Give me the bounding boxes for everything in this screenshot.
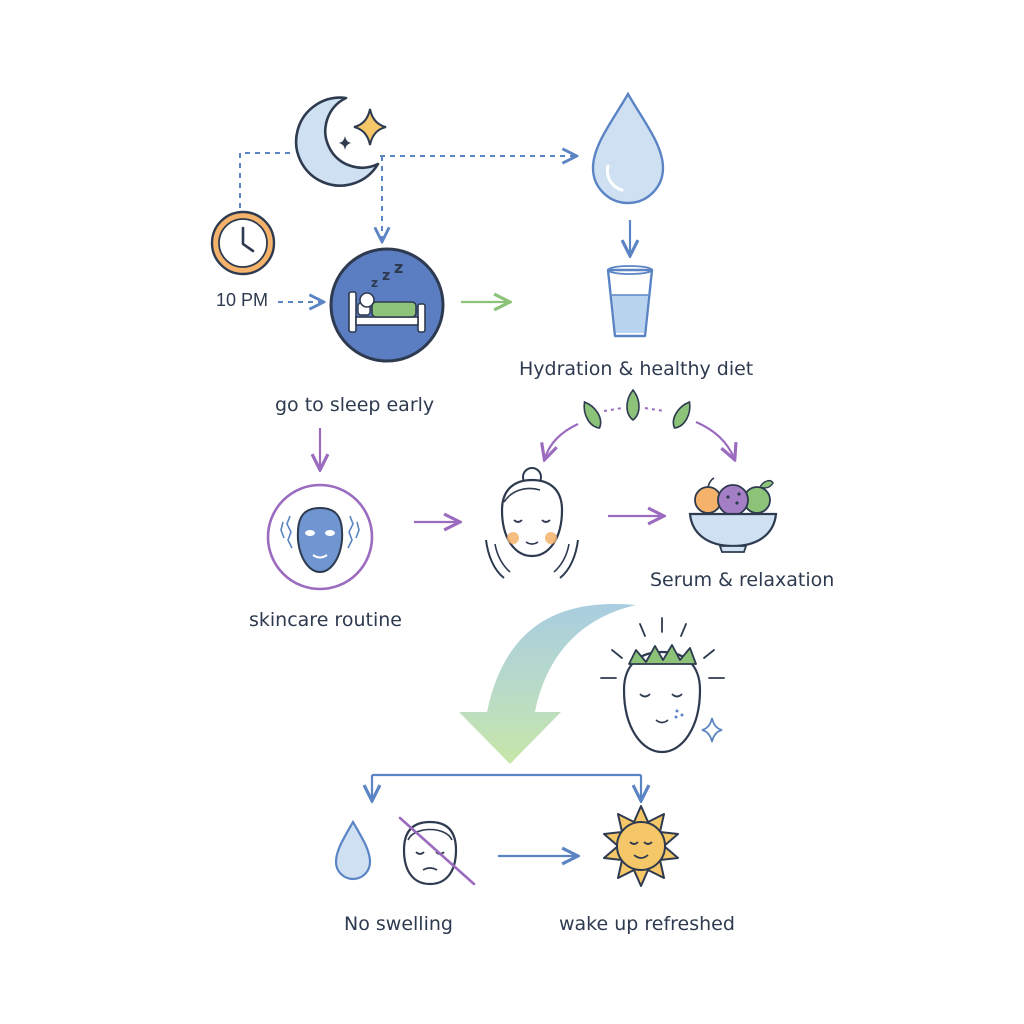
serum-label: Serum & relaxation [650, 569, 835, 591]
connector-leaves-left-arc [545, 423, 579, 458]
sparkle-icon [701, 717, 723, 743]
clock-icon [210, 210, 276, 276]
svg-text:z: z [371, 276, 378, 290]
svg-text:z: z [382, 268, 390, 284]
connector-leaves-dotted [603, 407, 665, 412]
leaf-icon [583, 388, 691, 429]
skincare-label: skincare routine [249, 609, 402, 631]
star-icon [339, 108, 387, 150]
moon-icon [294, 96, 380, 187]
sun-face-icon [603, 805, 679, 887]
face-care-hands-icon [485, 467, 579, 579]
face-mask-icon [266, 483, 374, 591]
hydration-label: Hydration & healthy diet [519, 358, 754, 380]
no-puffy-face-icon [398, 816, 476, 886]
connector-moon-to-clock [239, 152, 290, 212]
curved-arrow-icon [459, 603, 636, 764]
glass-of-water-icon [606, 265, 654, 338]
connector-leaves-right-arc [695, 420, 734, 458]
time-label: 10 PM [216, 290, 269, 310]
wake-label: wake up refreshed [559, 913, 735, 935]
small-water-drop-icon [334, 819, 372, 881]
sleeping-in-bed-icon: z z z [329, 247, 445, 363]
fruit-bowl-icon [688, 477, 778, 553]
no-swelling-label: No swelling [344, 913, 453, 935]
water-drop-icon [591, 91, 665, 205]
svg-text:z: z [394, 258, 403, 277]
crowned-face-icon [600, 617, 725, 754]
sleep-label: go to sleep early [275, 394, 435, 416]
connector-split-bracket [372, 773, 641, 799]
